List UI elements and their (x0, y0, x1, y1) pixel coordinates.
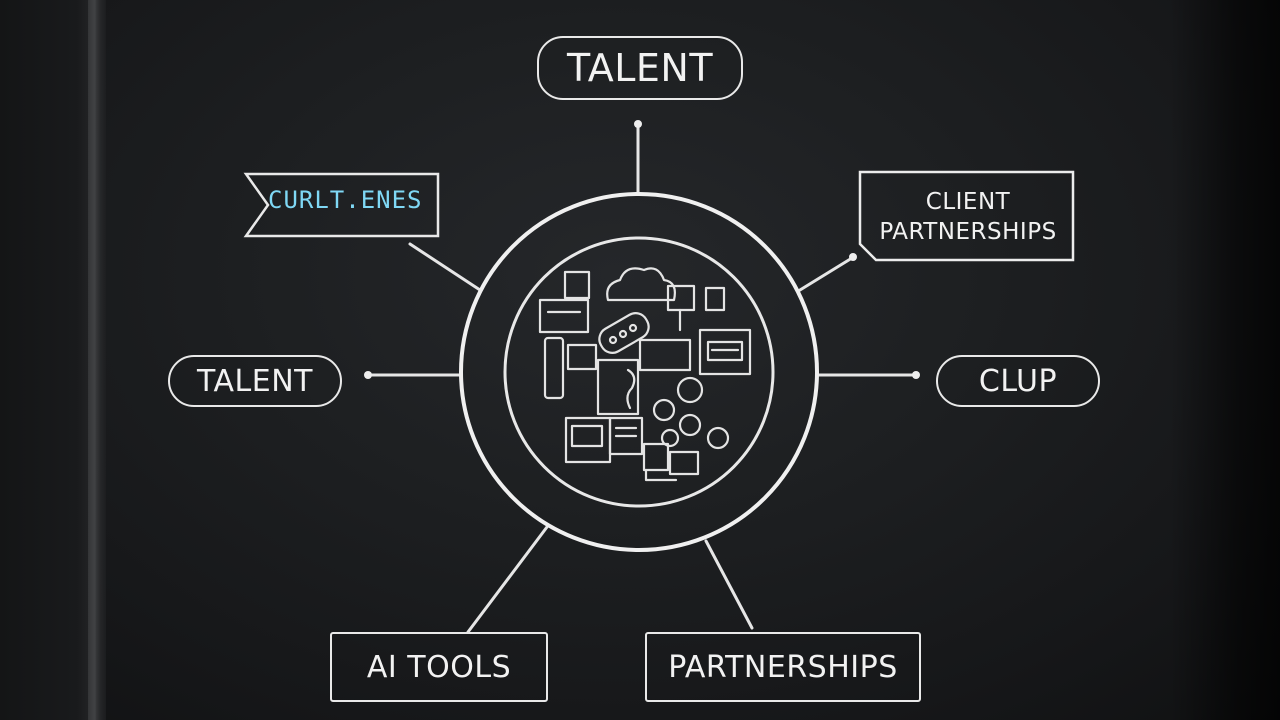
ai-tools-node: AI TOOLS (330, 632, 548, 702)
connector-bottom-left (466, 525, 549, 634)
right-shadow (1170, 0, 1280, 720)
connector-top-right (798, 256, 854, 292)
talent-top-node: TALENT (537, 36, 743, 100)
connector-bottom-right (704, 539, 754, 630)
clup-node: CLUP (936, 355, 1100, 407)
connector-top-left (408, 242, 482, 292)
client-partnerships-border (858, 170, 1075, 262)
client-partnerships-label: CLIENT PARTNERSHIPS (879, 189, 1057, 245)
clup-label: CLUP (978, 363, 1058, 399)
connector-dot-top-right (849, 253, 857, 261)
partnerships-node: PARTNERSHIPS (645, 632, 921, 702)
flag-node-label: CURLT.ENES (268, 186, 423, 214)
ai-hub-icons-icon (538, 267, 752, 482)
connector-dot-left (364, 371, 372, 379)
hub-outer-ring (459, 192, 819, 552)
talent-left-node: TALENT (168, 355, 342, 407)
flag-node-border (243, 172, 440, 238)
talent-left-label: TALENT (197, 363, 313, 399)
hub-inner-ring (503, 236, 775, 508)
talent-top-label: TALENT (566, 46, 714, 90)
connector-dot-top (634, 120, 642, 128)
partnerships-label: PARTNERSHIPS (668, 649, 898, 685)
left-wall (0, 0, 96, 720)
client-partnerships-node: CLIENT PARTNERSHIPS (868, 176, 1068, 258)
ai-tools-label: AI TOOLS (366, 649, 512, 685)
board-edge (88, 0, 106, 720)
connector-dot-right (912, 371, 920, 379)
